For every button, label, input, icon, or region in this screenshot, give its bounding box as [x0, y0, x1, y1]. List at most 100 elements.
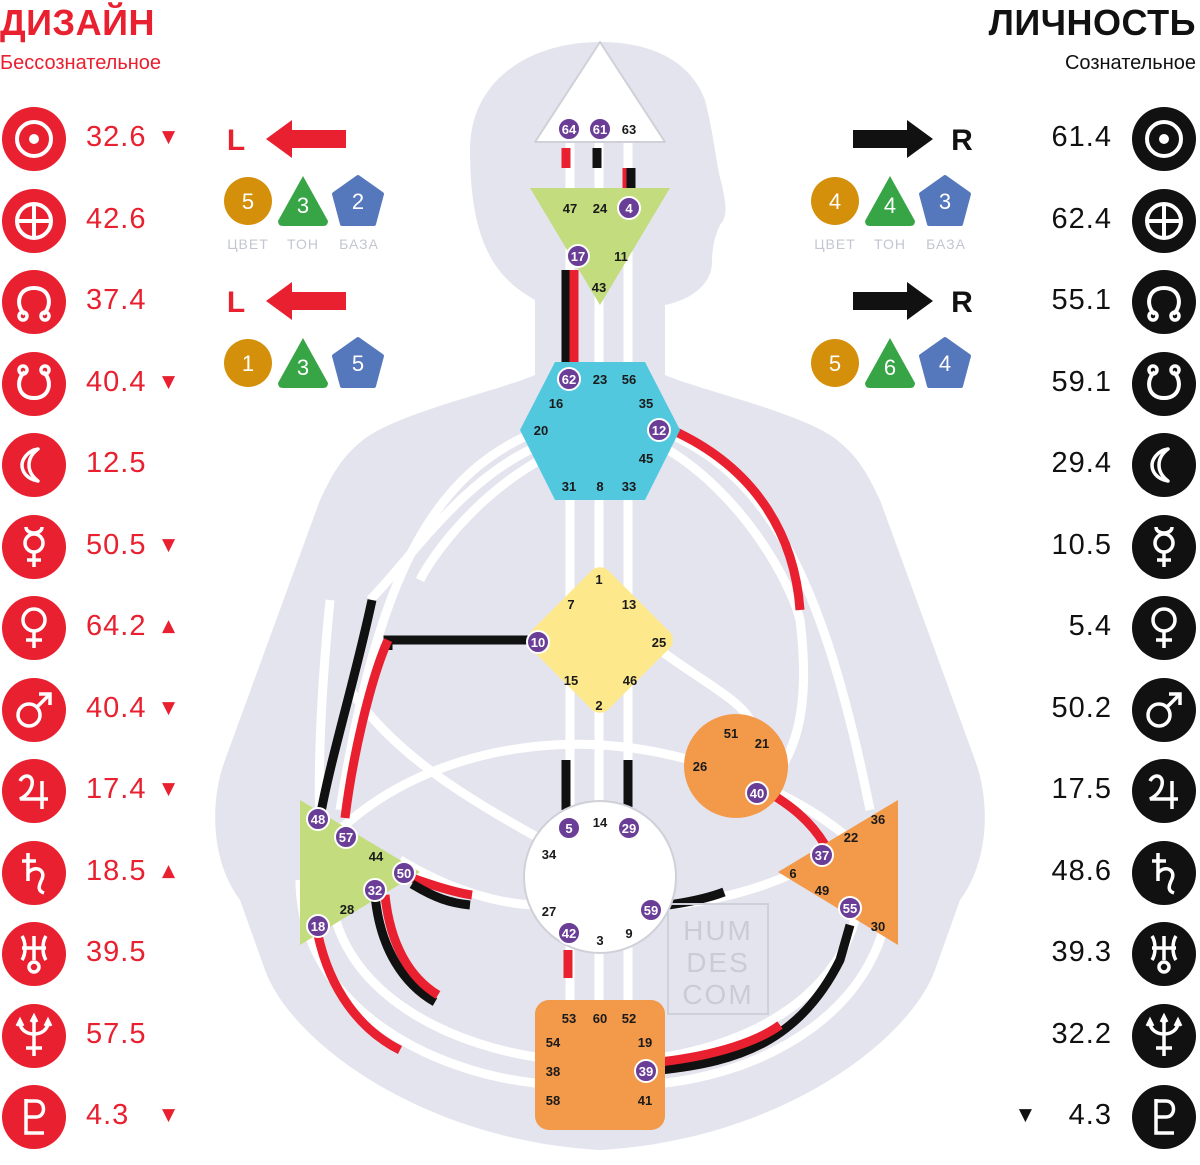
gate-number: 19 [638, 1035, 652, 1050]
gate-number: 47 [563, 201, 577, 216]
gate-57[interactable]: 57 [334, 825, 358, 849]
root-center[interactable] [535, 1000, 665, 1130]
gate-number: 16 [549, 396, 563, 411]
gate-50[interactable]: 50 [392, 861, 416, 885]
gate-8[interactable]: 8 [596, 479, 603, 494]
gate-32[interactable]: 32 [363, 878, 387, 902]
g-center[interactable] [522, 562, 678, 718]
gate-26[interactable]: 26 [693, 759, 707, 774]
personality-north-node-icon [1132, 270, 1196, 334]
gate-number: 6 [789, 866, 796, 881]
gate-60[interactable]: 60 [593, 1011, 607, 1026]
gate-number: 26 [693, 759, 707, 774]
gate-29[interactable]: 29 [617, 816, 641, 840]
gate-9[interactable]: 9 [625, 926, 632, 941]
head-center[interactable] [534, 41, 666, 143]
gate-20[interactable]: 20 [534, 423, 548, 438]
throat-center[interactable] [520, 362, 680, 500]
design-value: 39.5 [86, 936, 147, 968]
gate-49[interactable]: 49 [815, 883, 829, 898]
spleen-center[interactable] [300, 800, 420, 945]
gate-43[interactable]: 43 [592, 280, 606, 295]
gate-10[interactable]: 10 [526, 630, 550, 654]
gate-number: 57 [339, 830, 353, 845]
gate-42[interactable]: 42 [557, 921, 581, 945]
gate-13[interactable]: 13 [622, 597, 636, 612]
gate-23[interactable]: 23 [593, 372, 607, 387]
personality-title: ЛИЧНОСТЬ [988, 2, 1196, 43]
gate-number: 21 [755, 736, 769, 751]
gate-48[interactable]: 48 [306, 807, 330, 831]
gate-5[interactable]: 5 [557, 816, 581, 840]
design-value: 37.4 [86, 284, 147, 316]
design-moon-icon [2, 433, 66, 497]
gate-16[interactable]: 16 [549, 396, 563, 411]
design-value: 17.4 [86, 773, 147, 805]
personality-value: 59.1 [1051, 365, 1112, 398]
gate-53[interactable]: 53 [562, 1011, 576, 1026]
gate-1[interactable]: 1 [595, 572, 602, 587]
gate-54[interactable]: 54 [546, 1035, 561, 1050]
gate-2[interactable]: 2 [595, 698, 602, 713]
gate-40[interactable]: 40 [745, 781, 769, 805]
design-venus-icon [2, 596, 66, 660]
gate-64[interactable]: 64 [557, 117, 581, 141]
gate-41[interactable]: 41 [638, 1093, 652, 1108]
gate-number: 39 [639, 1064, 653, 1079]
gate-55[interactable]: 55 [838, 896, 862, 920]
gate-number: 2 [595, 698, 602, 713]
gate-31[interactable]: 31 [562, 479, 576, 494]
gate-59[interactable]: 59 [639, 898, 663, 922]
gate-25[interactable]: 25 [652, 635, 666, 650]
gate-12[interactable]: 12 [647, 418, 671, 442]
gate-47[interactable]: 47 [563, 201, 577, 216]
design-value: 50.5 [86, 528, 147, 561]
gate-27[interactable]: 27 [542, 904, 556, 919]
gate-52[interactable]: 52 [622, 1011, 636, 1026]
gate-number: 30 [871, 919, 885, 934]
gate-22[interactable]: 22 [844, 830, 858, 845]
gate-21[interactable]: 21 [755, 736, 769, 751]
gate-51[interactable]: 51 [724, 726, 738, 741]
personality-mercury-icon [1132, 514, 1196, 579]
gate-39[interactable]: 39 [634, 1059, 658, 1083]
personality-value: 32.2 [1051, 1017, 1112, 1050]
gate-63[interactable]: 63 [622, 122, 636, 137]
gate-6[interactable]: 6 [789, 866, 796, 881]
gate-35[interactable]: 35 [639, 396, 653, 411]
gate-15[interactable]: 15 [564, 673, 578, 688]
gate-number: 49 [815, 883, 829, 898]
gate-number: 27 [542, 904, 556, 919]
gate-62[interactable]: 62 [557, 367, 581, 391]
gate-34[interactable]: 34 [542, 847, 557, 862]
gate-30[interactable]: 30 [871, 919, 885, 934]
gate-33[interactable]: 33 [622, 479, 636, 494]
personality-arrow: ▼ [1018, 1105, 1032, 1125]
gate-17[interactable]: 17 [566, 244, 590, 268]
gate-28[interactable]: 28 [340, 902, 354, 917]
gate-37[interactable]: 37 [810, 843, 834, 867]
gate-46[interactable]: 46 [623, 673, 637, 688]
gate-58[interactable]: 58 [546, 1093, 560, 1108]
gate-number: 60 [593, 1011, 607, 1026]
gate-11[interactable]: 11 [614, 249, 628, 264]
gate-44[interactable]: 44 [369, 849, 384, 864]
gate-18[interactable]: 18 [306, 914, 330, 938]
sacral-center[interactable] [523, 800, 677, 954]
gate-4[interactable]: 4 [617, 196, 641, 220]
gate-56[interactable]: 56 [622, 372, 636, 387]
gate-61[interactable]: 61 [588, 117, 612, 141]
gate-38[interactable]: 38 [546, 1064, 560, 1079]
gate-36[interactable]: 36 [871, 812, 885, 827]
gate-number: 58 [546, 1093, 560, 1108]
gate-number: 23 [593, 372, 607, 387]
solar-plexus-center[interactable] [778, 800, 898, 945]
gate-number: 62 [562, 372, 576, 387]
gate-3[interactable]: 3 [596, 933, 603, 948]
gate-45[interactable]: 45 [639, 451, 653, 466]
gate-24[interactable]: 24 [593, 201, 608, 216]
gate-7[interactable]: 7 [567, 597, 574, 612]
gate-19[interactable]: 19 [638, 1035, 652, 1050]
gate-14[interactable]: 14 [593, 815, 608, 830]
